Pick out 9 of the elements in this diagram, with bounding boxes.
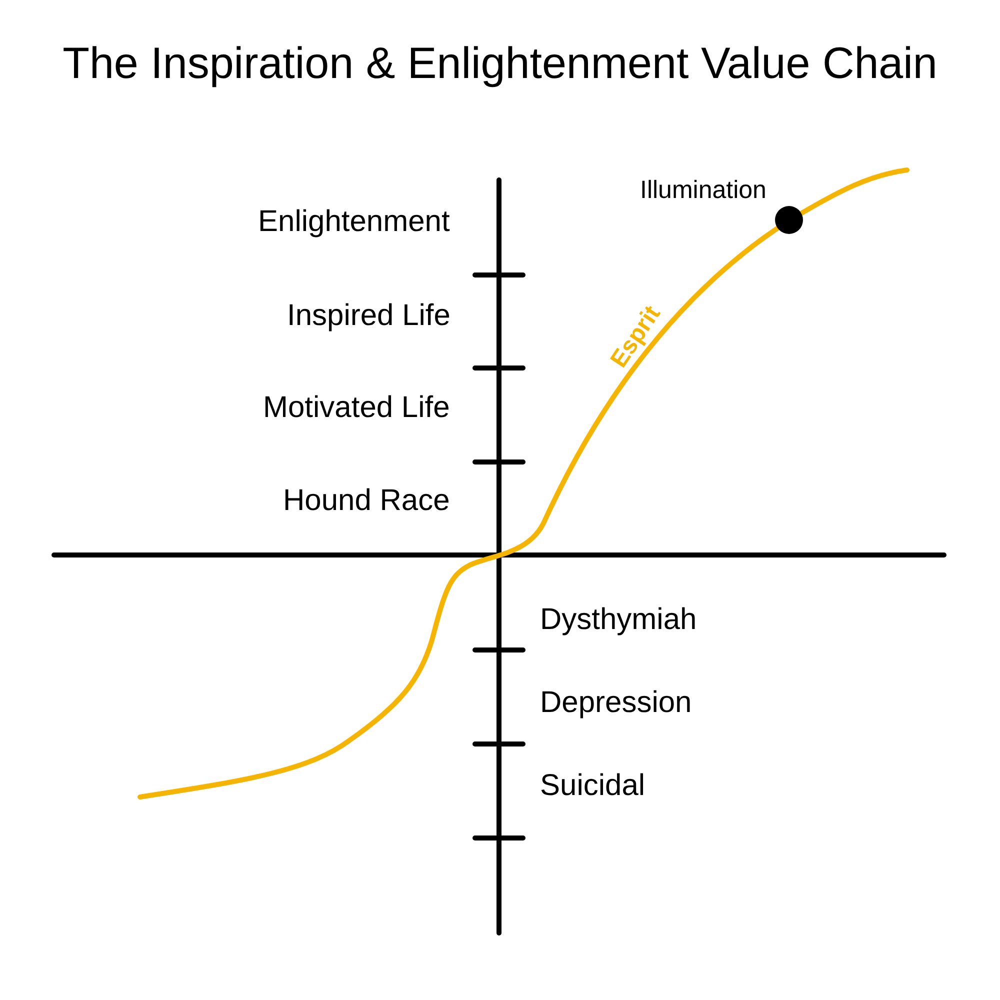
level-label: Suicidal (540, 771, 646, 801)
level-label: Inspired Life (287, 301, 450, 331)
title: The Inspiration & Enlightenment Value Chain (62, 42, 938, 86)
level-label: Enlightenment (258, 207, 450, 237)
point-label: Illumination (640, 178, 766, 202)
level-label: Hound Race (283, 486, 450, 516)
level-label: Dysthymiah (540, 605, 697, 635)
level-label: Depression (540, 688, 692, 718)
level-label: Motivated Life (263, 393, 450, 423)
